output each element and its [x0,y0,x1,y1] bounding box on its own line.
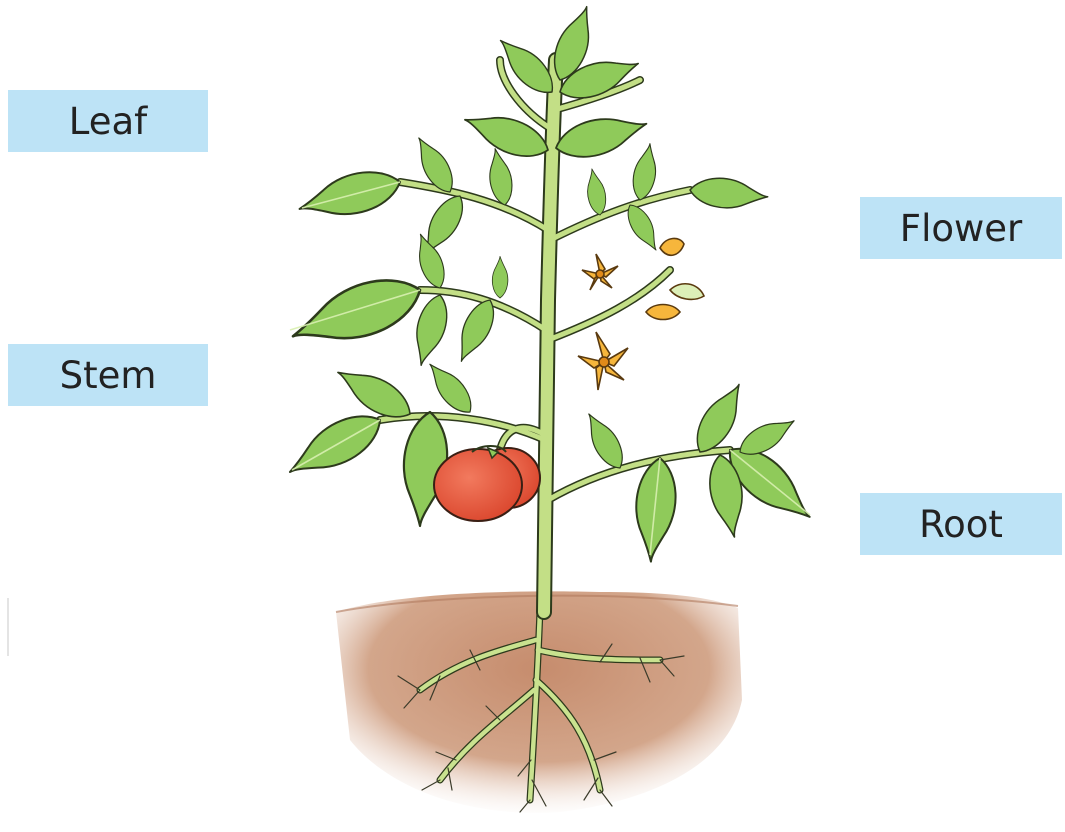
tomato-fruit [434,446,540,521]
flowers [578,238,704,390]
